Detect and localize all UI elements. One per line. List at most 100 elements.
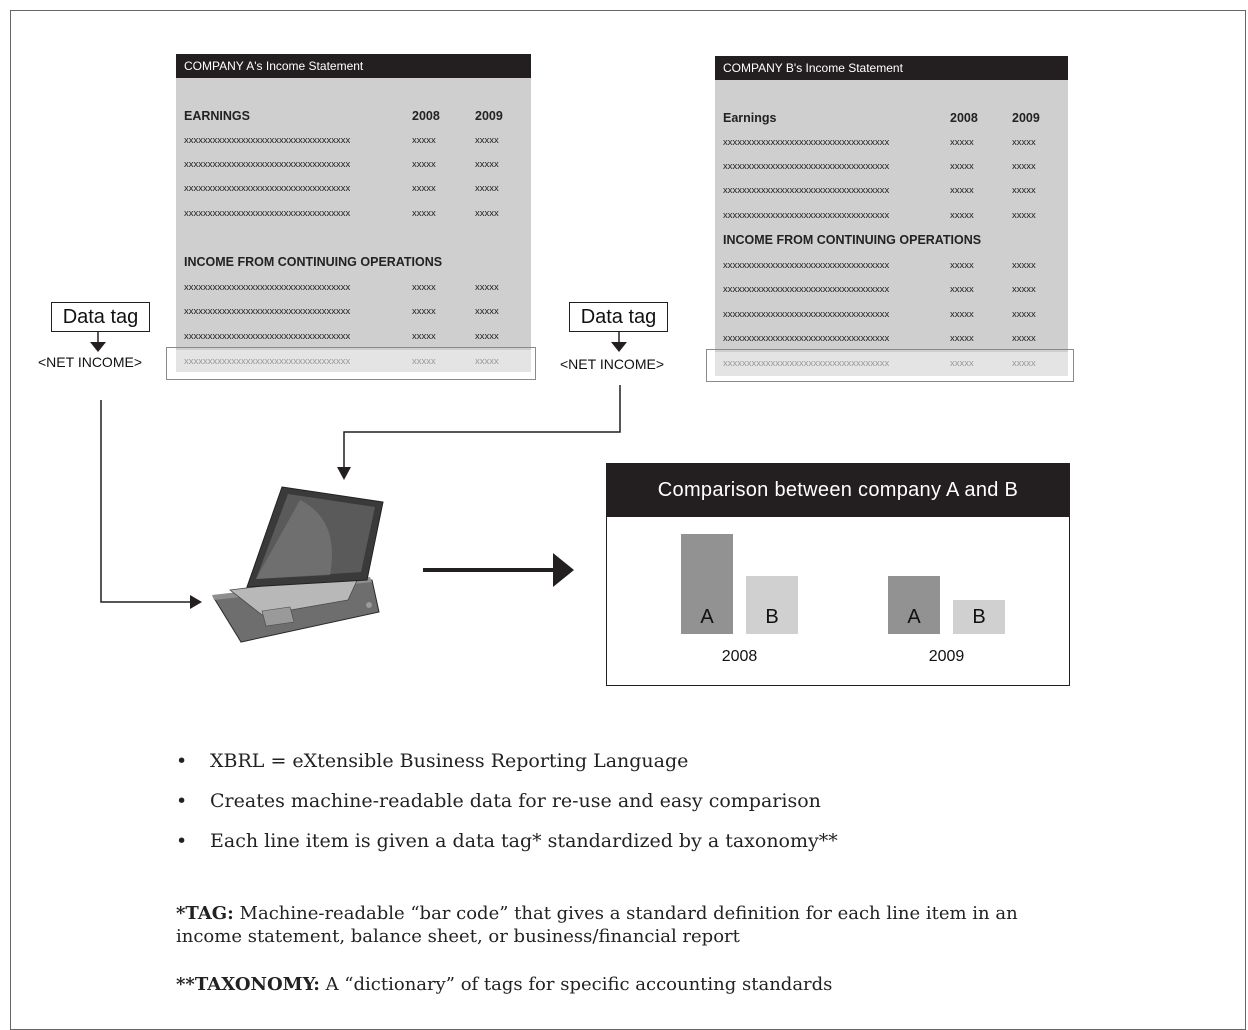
line-item-name: xxxxxxxxxxxxxxxxxxxxxxxxxxxxxxxxxxx [184,306,351,317]
line-item-value-2008: xxxxx [950,309,974,320]
earnings-heading: Earnings [723,111,777,125]
line-item-name: xxxxxxxxxxxxxxxxxxxxxxxxxxxxxxxxxxx [723,284,890,295]
year-label: 2009 [928,648,965,665]
line-item-value-2008: xxxxx [950,161,974,172]
bullet-text: Each line item is given a data tag* stan… [210,830,838,852]
line-item-value-2009: xxxxx [475,356,499,367]
earnings-header-row: Earnings 2008 2009 [723,106,1068,130]
comparison-panel: Comparison between company A and B A B 200… [606,463,1070,686]
line-item-value-2009: xxxxx [1012,260,1036,271]
earnings-header-row: EARNINGS 2008 2009 [184,104,531,128]
line-item-name: xxxxxxxxxxxxxxxxxxxxxxxxxxxxxxxxxxx [723,309,890,320]
net-income-row-highlight [176,350,531,372]
line-item-name: xxxxxxxxxxxxxxxxxxxxxxxxxxxxxxxxxxx [723,210,890,221]
line-item-value-2008: xxxxx [412,135,436,146]
line-item-name: xxxxxxxxxxxxxxxxxxxxxxxxxxxxxxxxxxx [723,260,890,271]
bar-label: B [765,606,779,628]
tag-footnote: *TAG: Machine-readable “bar code” that g… [176,902,1036,948]
taxonomy-footnote: **TAXONOMY: A “dictionary” of tags for s… [176,973,1036,996]
line-item-value-2009: xxxxx [1012,210,1036,221]
line-item-value-2009: xxxxx [1012,309,1036,320]
line-item-value-2008: xxxxx [950,210,974,221]
line-item-value-2009: xxxxx [1012,161,1036,172]
line-item-name: xxxxxxxxxxxxxxxxxxxxxxxxxxxxxxxxxxx [184,356,351,367]
bar-label: A [700,606,714,628]
line-item-value-2008: xxxxx [950,260,974,271]
data-tag-box-a: Data tag [51,302,150,332]
net-income-tag-b: <NET INCOME> [560,356,664,372]
line-item-name: xxxxxxxxxxxxxxxxxxxxxxxxxxxxxxxxxxx [723,358,890,369]
company-a-income-statement: COMPANY A's Income Statement EARNINGS 20… [176,54,531,372]
year-2008-heading: 2008 [412,109,440,123]
taxonomy-definition: A “dictionary” of tags for specific acco… [319,974,833,995]
line-item-value-2009: xxxxx [475,159,499,170]
line-item-value-2008: xxxxx [412,208,436,219]
line-item-value-2009: xxxxx [475,306,499,317]
line-item-value-2008: xxxxx [412,159,436,170]
net-income-row-highlight [715,352,1068,376]
continuing-operations-heading: INCOME FROM CONTINUING OPERATIONS [723,233,982,247]
company-a-statement-title: COMPANY A's Income Statement [176,54,531,78]
line-item-name: xxxxxxxxxxxxxxxxxxxxxxxxxxxxxxxxxxx [184,208,351,219]
line-item-name: xxxxxxxxxxxxxxxxxxxxxxxxxxxxxxxxxxx [184,135,351,146]
bullet-text: Creates machine-readable data for re-use… [210,790,821,812]
line-item-value-2008: xxxxx [412,306,436,317]
line-item-value-2009: xxxxx [1012,284,1036,295]
bullet-text: XBRL = eXtensible Business Reporting Lan… [210,750,689,772]
comparison-title: Comparison between company A and B [607,464,1069,517]
line-item-value-2008: xxxxx [412,331,436,342]
line-item-value-2009: xxxxx [1012,185,1036,196]
bar-label: A [907,606,921,628]
taxonomy-term: **TAXONOMY: [176,974,320,995]
bullet-dot: • [176,790,188,812]
year-2009-heading: 2009 [475,109,503,123]
net-income-highlight-box [166,347,536,380]
net-income-highlight-box [706,349,1074,382]
line-item-value-2009: xxxxx [475,135,499,146]
line-item-name: xxxxxxxxxxxxxxxxxxxxxxxxxxxxxxxxxxx [184,282,351,293]
line-item-value-2008: xxxxx [950,333,974,344]
bar-a-2009 [888,576,940,634]
line-item-value-2008: xxxxx [412,356,436,367]
continuing-operations-heading-row: INCOME FROM CONTINUING OPERATIONS [184,250,531,274]
line-item-value-2008: xxxxx [950,284,974,295]
company-b-income-statement: COMPANY B's Income Statement Earnings 20… [715,56,1068,376]
line-item-name: xxxxxxxxxxxxxxxxxxxxxxxxxxxxxxxxxxx [723,333,890,344]
line-item-name: xxxxxxxxxxxxxxxxxxxxxxxxxxxxxxxxxxx [723,161,890,172]
line-item-value-2009: xxxxx [475,208,499,219]
continuing-operations-heading-row: INCOME FROM CONTINUING OPERATIONS [723,228,1068,252]
bullet-dot: • [176,830,188,852]
line-item-name: xxxxxxxxxxxxxxxxxxxxxxxxxxxxxxxxxxx [723,185,890,196]
line-item-name: xxxxxxxxxxxxxxxxxxxxxxxxxxxxxxxxxxx [723,137,890,148]
line-item-name: xxxxxxxxxxxxxxxxxxxxxxxxxxxxxxxxxxx [184,331,351,342]
line-item-value-2009: xxxxx [475,183,499,194]
line-item-name: xxxxxxxxxxxxxxxxxxxxxxxxxxxxxxxxxxx [184,159,351,170]
line-item-value-2008: xxxxx [950,358,974,369]
continuing-operations-heading: INCOME FROM CONTINUING OPERATIONS [184,255,443,269]
bullet-dot: • [176,750,188,772]
line-item-value-2009: xxxxx [1012,358,1036,369]
tag-term: *TAG: [176,903,234,924]
company-b-statement-title: COMPANY B's Income Statement [715,56,1068,80]
line-item-value-2009: xxxxx [1012,333,1036,344]
line-item-value-2008: xxxxx [950,185,974,196]
earnings-heading: EARNINGS [184,109,250,123]
data-tag-box-b: Data tag [569,302,668,332]
net-income-tag-a: <NET INCOME> [38,354,142,370]
bar-label: B [972,606,986,628]
tag-definition: Machine-readable “bar code” that gives a… [176,903,1018,947]
